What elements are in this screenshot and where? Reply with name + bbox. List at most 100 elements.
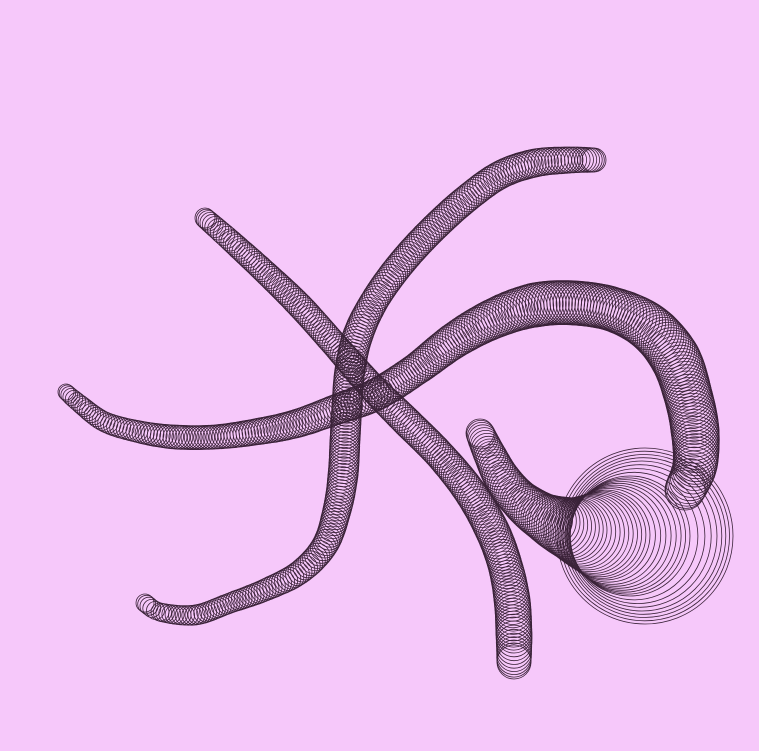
- ring: [466, 301, 507, 342]
- ring: [377, 367, 411, 401]
- ring: [371, 371, 405, 405]
- ring: [483, 533, 518, 568]
- ring: [485, 160, 515, 190]
- ring: [429, 327, 466, 364]
- ring: [405, 347, 440, 382]
- ring: [270, 276, 297, 303]
- ring: [369, 271, 399, 301]
- ring: [277, 410, 307, 440]
- ring: [268, 274, 295, 301]
- ring: [524, 494, 577, 547]
- ring: [503, 482, 546, 526]
- ring: [362, 282, 392, 312]
- ring: [363, 280, 393, 310]
- ring: [319, 329, 347, 356]
- ring: [112, 417, 135, 440]
- ring: [495, 475, 536, 516]
- ring: [329, 340, 357, 368]
- ring: [295, 552, 321, 579]
- ring: [279, 285, 307, 313]
- ring: [394, 409, 426, 441]
- ring: [261, 268, 288, 294]
- ring: [424, 331, 461, 367]
- ring: [569, 468, 706, 604]
- ring: [403, 349, 437, 384]
- ring: [413, 427, 445, 459]
- ring: [642, 321, 694, 373]
- ring: [556, 447, 734, 625]
- ring: [428, 444, 460, 476]
- ring: [496, 644, 532, 680]
- ring: [308, 537, 335, 564]
- ring: [668, 458, 712, 502]
- ring: [259, 575, 283, 600]
- ring: [488, 159, 518, 188]
- ring: [551, 494, 630, 573]
- ring: [553, 493, 634, 574]
- ring: [485, 461, 523, 500]
- ring: [299, 547, 326, 574]
- ring: [481, 530, 517, 566]
- ring: [453, 475, 487, 509]
- ring: [180, 425, 206, 451]
- ring: [497, 477, 538, 518]
- ring: [495, 616, 533, 654]
- ring: [382, 364, 416, 398]
- ring: [171, 605, 192, 626]
- ring: [558, 490, 647, 579]
- tube-hook: [465, 418, 734, 625]
- ring: [178, 605, 199, 626]
- ring: [665, 467, 707, 509]
- ring: [450, 470, 483, 504]
- ring: [307, 399, 338, 430]
- ring: [391, 406, 423, 438]
- ring: [400, 351, 434, 385]
- ring: [497, 155, 527, 185]
- ring: [460, 486, 494, 520]
- ring: [369, 372, 403, 406]
- ring: [431, 325, 469, 362]
- ring: [371, 269, 401, 299]
- ring: [561, 487, 656, 583]
- ring: [664, 373, 714, 423]
- ring: [277, 283, 304, 310]
- ring: [639, 316, 689, 367]
- ring: [365, 277, 395, 307]
- ring: [410, 425, 442, 457]
- ring: [507, 485, 552, 530]
- ring: [393, 240, 423, 270]
- ring: [598, 289, 644, 335]
- ring: [666, 464, 708, 507]
- ring: [430, 446, 462, 478]
- ring: [528, 495, 585, 552]
- ring: [397, 236, 427, 266]
- ring: [463, 303, 504, 344]
- ring: [259, 265, 285, 292]
- ring: [466, 496, 501, 531]
- ring: [482, 457, 519, 494]
- ring: [478, 449, 513, 484]
- ring: [440, 458, 473, 491]
- ring: [197, 210, 219, 232]
- ring: [463, 491, 498, 526]
- ring: [387, 402, 419, 434]
- ring: [399, 413, 430, 445]
- ring: [345, 314, 376, 345]
- ring: [282, 563, 307, 588]
- ring: [389, 245, 419, 275]
- ring: [468, 499, 503, 534]
- ring: [395, 355, 429, 389]
- ring: [432, 449, 465, 481]
- ring: [564, 484, 667, 587]
- ring: [461, 305, 501, 345]
- tube-horizontal-loop: [57, 280, 720, 511]
- ring: [495, 620, 533, 658]
- ring: [435, 451, 467, 483]
- ring: [568, 464, 712, 608]
- ring: [135, 593, 155, 613]
- ring: [252, 259, 278, 285]
- ring: [461, 176, 491, 206]
- ring: [264, 270, 290, 296]
- tube-diagonal: [194, 207, 533, 680]
